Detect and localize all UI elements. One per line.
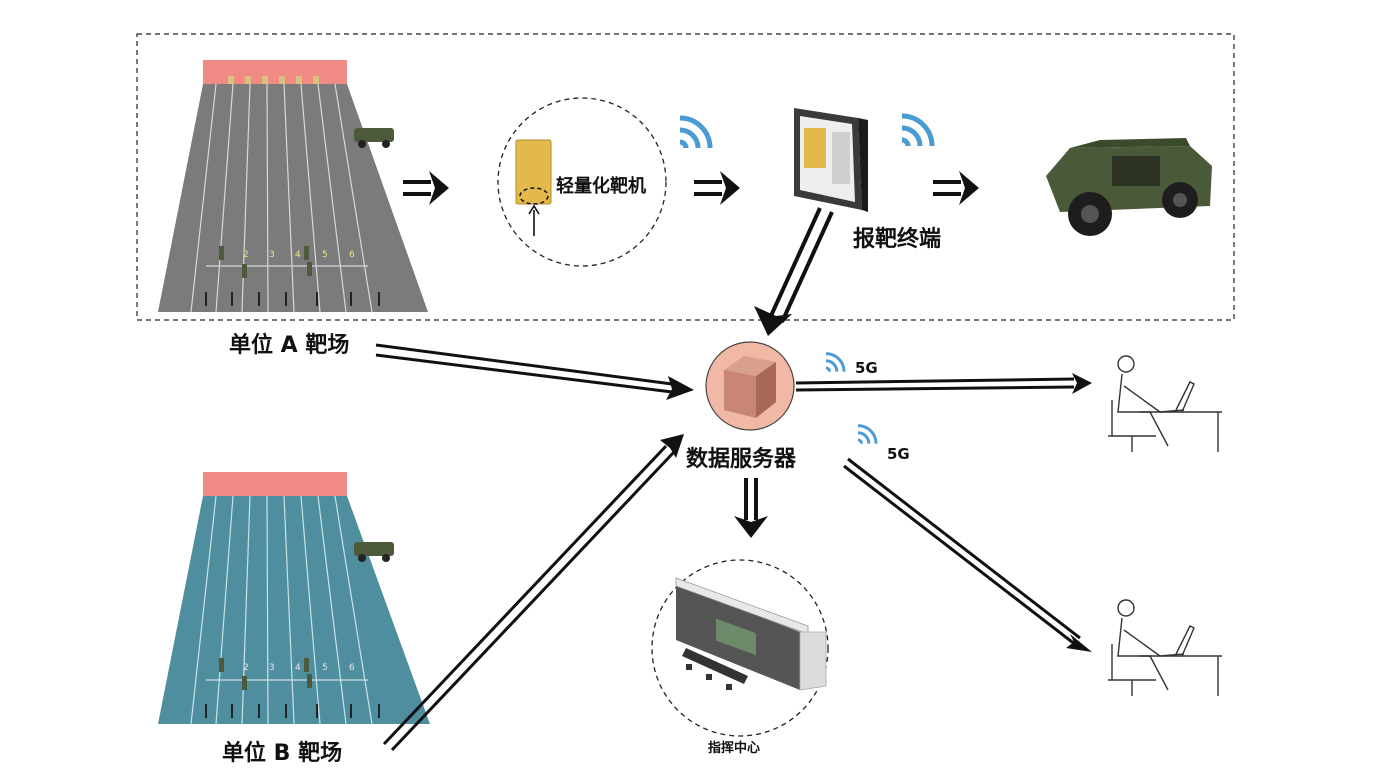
range-a-lane-4: 4 [295,250,301,260]
arrow-target-to-terminal [692,169,742,207]
range-b-lane-5: 5 [322,663,328,673]
range-a-posts [205,292,380,306]
report-terminal-icon [794,108,868,212]
arrow-server-to-operator-2 [843,457,1092,652]
range-b-target-wall [203,472,347,496]
arrow-terminal-to-server [754,207,834,336]
range-b-lane-3: 3 [269,663,275,673]
upper-5g-label: 5G [855,359,878,377]
wifi-icon [902,116,932,146]
report-terminal-label: 报靶终端 [853,226,941,252]
range-b-lane-4: 4 [295,663,301,673]
armored-vehicle-icon [1046,138,1212,236]
range-a-lane-6: 6 [349,250,355,260]
arrow-range-a-to-server [375,343,694,400]
range-b-soldiers [219,658,312,690]
console-desks-icon [682,648,748,690]
range-b: 2 3 4 5 6 [158,472,430,725]
arrow-server-to-command [734,478,768,538]
range-b-vehicle-icon [354,542,394,562]
range-a-lane-3: 3 [269,250,275,260]
range-a-lane-2: 2 [243,250,249,260]
arrow-range-b-to-server [382,434,684,752]
target-machine-circle [497,97,667,267]
command-center-label: 指挥中心 [708,740,760,756]
server-box-icon [724,356,776,418]
range-a-vehicle-icon [354,128,394,148]
range-b-posts [205,704,380,718]
range-a-label: 单位 A 靶场 [229,332,349,358]
wifi-icon [856,424,878,446]
upper-dashed-frame [136,33,1235,321]
data-server-label: 数据服务器 [686,446,797,472]
range-b-lane-2: 2 [243,663,249,673]
operator-1-icon [1108,355,1222,452]
wifi-icon [680,118,710,148]
range-a-target-wall [203,60,347,84]
target-machine-label: 轻量化靶机 [556,175,646,197]
range-b-floor [158,496,430,724]
operator-2-icon [1108,599,1222,696]
range-b-lane-lines [190,495,373,725]
command-center-circle [651,559,829,737]
range-a: 2 3 4 5 6 [158,60,428,313]
range-a-soldiers [219,246,312,278]
arrow-terminal-to-vehicle [931,169,981,207]
range-a-lane-lines [190,83,373,313]
range-b-lane-6: 6 [349,663,355,673]
lower-5g-label: 5G [887,445,910,463]
arrow-server-to-operator-1 [795,373,1092,394]
arrow-range-to-target [401,169,451,207]
range-b-label: 单位 B 靶场 [222,740,342,766]
range-a-lane-5: 5 [322,250,328,260]
wifi-icon [824,352,846,374]
video-wall-icon [675,577,827,691]
target-board-icon [515,139,552,236]
